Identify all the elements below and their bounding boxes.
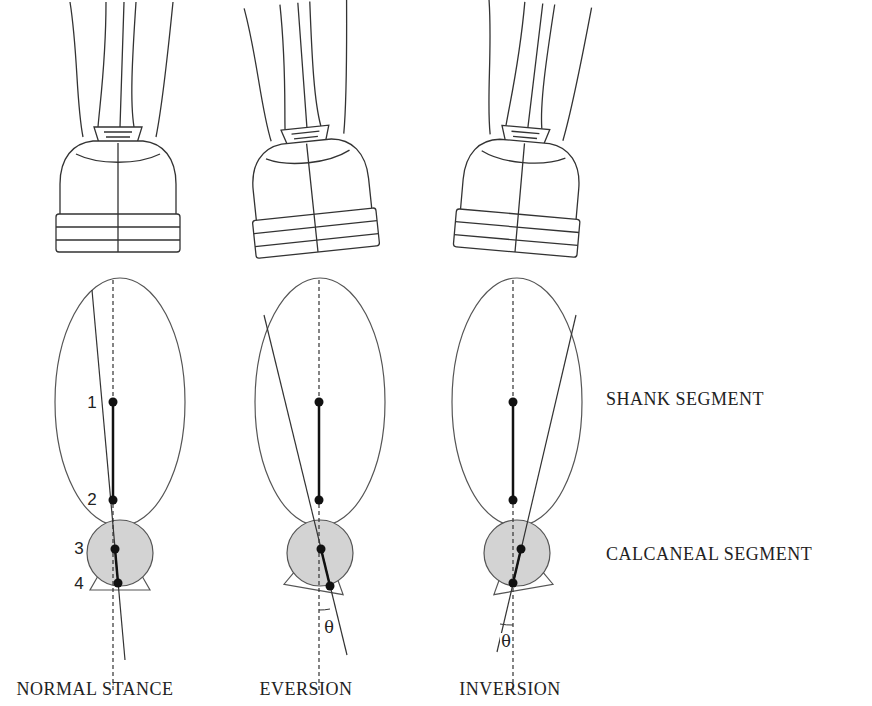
leg-shoe-sketch: [230, 0, 379, 258]
segment-model: [255, 278, 385, 690]
condition-label: INVERSION: [459, 680, 561, 700]
angle-label: θ: [500, 633, 512, 651]
leg-shoe-sketch: [453, 0, 598, 257]
angle-label: θ: [323, 619, 335, 637]
segment-label: CALCANEAL SEGMENT: [606, 545, 812, 565]
condition-label: EVERSION: [260, 680, 353, 700]
callout-number: 3: [74, 540, 83, 559]
condition-label: NORMAL STANCE: [17, 680, 174, 700]
segment-model: [452, 278, 582, 690]
segment-model: [55, 278, 185, 690]
angle-arc: [319, 609, 330, 610]
segment-label: SHANK SEGMENT: [606, 390, 764, 410]
callout-number: 4: [74, 575, 83, 594]
callout-number: 1: [87, 394, 96, 413]
callout-number: 2: [87, 491, 96, 510]
leg-shoe-sketch: [56, 2, 180, 252]
angle-arc: [500, 624, 513, 625]
